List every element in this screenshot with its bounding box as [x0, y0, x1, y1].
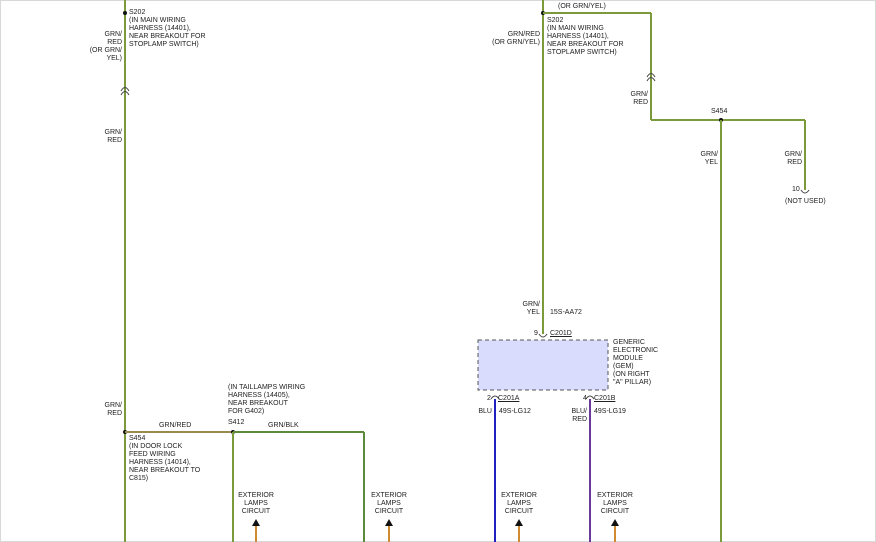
pin9-label: 9	[534, 330, 538, 337]
right-s202-note: (IN MAIN WIRING HARNESS (14401), NEAR BR…	[547, 25, 624, 56]
ext-a-label: EXTERIOR LAMPS CIRCUIT	[238, 492, 274, 515]
ext-b-label: EXTERIOR LAMPS CIRCUIT	[371, 492, 407, 515]
left-wire-top-label: GRN/ RED (OR GRN/ YEL)	[89, 31, 122, 62]
conn-c201b-label: C201B	[594, 395, 616, 402]
right-s454-id: S454	[711, 108, 728, 115]
ext-a-arrow-icon	[252, 519, 260, 526]
conn-c201a-label: C201A	[498, 395, 520, 402]
right-wire-break-icon	[646, 73, 656, 82]
blu-red-wire-label: BLU/ RED	[571, 408, 587, 423]
pin9-terminal-icon	[538, 333, 548, 338]
left-s454-id: S454	[129, 435, 146, 442]
not-used-label: (NOT USED)	[785, 198, 826, 205]
right-wire-red-label: GRN/ RED	[784, 151, 803, 166]
right-top-label: (OR GRN/YEL)	[558, 3, 606, 10]
right-wire-yel-label: GRN/ YEL	[700, 151, 719, 166]
blu-wire-label: BLU	[478, 408, 492, 415]
left-s202-id: S202	[129, 9, 146, 16]
left-branch-wire2-label: GRN/BLK	[268, 422, 299, 429]
gem-module-label: GENERIC ELECTRONIC MODULE (GEM) (ON RIGH…	[613, 339, 659, 386]
ext-b-arrow-icon	[385, 519, 393, 526]
pin4-terminal-icon	[585, 395, 595, 400]
gem-module-box	[477, 339, 609, 391]
left-s412-id: S412	[228, 419, 245, 426]
left-s412-note: (IN TAILLAMPS WIRING HARNESS (14405), NE…	[228, 384, 306, 415]
left-s202-note: (IN MAIN WIRING HARNESS (14401), NEAR BR…	[129, 17, 206, 48]
right-wire-riser-label: GRN/ RED	[630, 91, 649, 106]
left-wire-break-icon	[120, 87, 130, 96]
right-wire-left-label: GRN/RED (OR GRN/YEL)	[492, 31, 540, 46]
ext-c-arrow-icon	[515, 519, 523, 526]
ext-c-label: EXTERIOR LAMPS CIRCUIT	[501, 492, 537, 515]
pin2-label: 2	[487, 395, 491, 402]
ext-d-label: EXTERIOR LAMPS CIRCUIT	[597, 492, 633, 515]
conn-c201d-label: C201D	[550, 330, 572, 337]
left-s202-splice-dot	[123, 11, 127, 15]
left-wire-mid-label: GRN/ RED	[104, 129, 123, 144]
pin10-label: 10	[792, 186, 800, 193]
circuit-a-label: 49S-LG12	[499, 408, 531, 415]
ext-d-arrow-icon	[611, 519, 619, 526]
left-branch-wire-label: GRN/RED	[159, 422, 192, 429]
pin10-terminal-icon	[800, 189, 810, 194]
pin2-terminal-icon	[490, 395, 500, 400]
circuit-b-label: 49S-LG19	[594, 408, 626, 415]
left-wire-low-label: GRN/ RED	[104, 402, 123, 417]
pin4-label: 4	[583, 395, 587, 402]
gem-in-wire-label: GRN/ YEL	[522, 301, 541, 316]
gem-in-circuit-label: 15S-AA72	[550, 309, 582, 316]
right-s202-id: S202	[547, 17, 564, 24]
left-s454-note: (IN DOOR LOCK FEED WIRING HARNESS (14014…	[129, 443, 201, 482]
